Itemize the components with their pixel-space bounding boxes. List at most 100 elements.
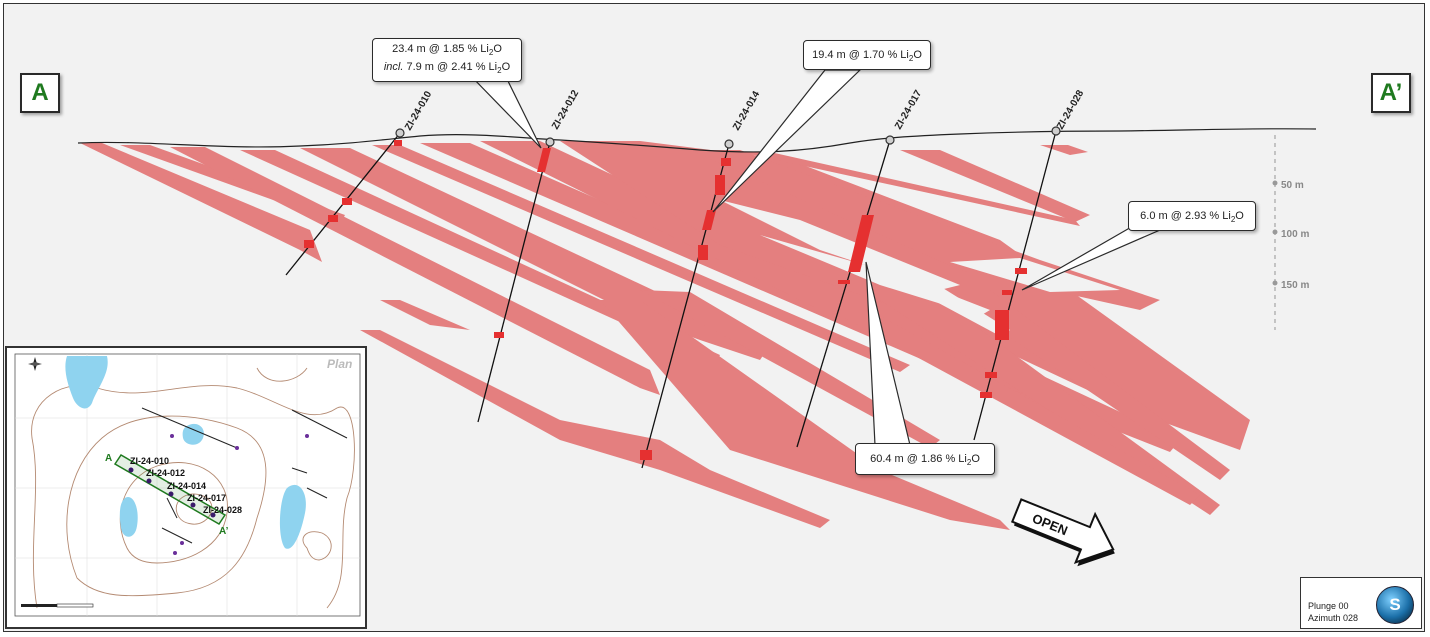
section-line-box — [113, 453, 227, 526]
collar-012 — [545, 137, 555, 147]
depth-scale: 50 m 100 m 150 m — [1272, 135, 1309, 330]
inset-trace-3 — [291, 467, 308, 474]
inset-grid — [15, 354, 360, 616]
inset-lakes — [65, 356, 306, 549]
hole-trace-014 — [641, 143, 730, 469]
dyke-10 — [740, 152, 1080, 226]
callout-014-text: 19.4 m @ 1.70 % Li — [812, 49, 909, 61]
inset-contour-5 — [302, 531, 332, 561]
azimuth-label: Azimuth 028 — [1308, 613, 1359, 623]
callout-014-o: O — [913, 49, 922, 61]
inset-trace-6 — [161, 527, 193, 544]
dyke-4 — [240, 150, 720, 365]
dyke-5 — [300, 148, 770, 360]
callout-012-incl: incl. — [383, 61, 404, 74]
callout-028-text: 6.0 m @ 2.93 % Li — [1140, 210, 1231, 222]
intercept-014a — [721, 158, 731, 166]
dyke-6 — [372, 145, 910, 372]
inset-hole-labels: ZI-24-010 ZI-24-012 ZI-24-014 ZI-24-017 … — [130, 456, 242, 515]
inset-collar-014 — [168, 491, 174, 497]
dyke-18 — [360, 330, 830, 528]
dyke-gaps — [720, 200, 1120, 336]
topography-line — [77, 128, 1317, 153]
callout-017-o: O — [971, 453, 980, 465]
callout-012-text2: 7.9 m @ 2.41 % Li — [403, 61, 498, 74]
dyke-12 — [1040, 145, 1088, 155]
view-orientation-box: Plunge 00 Azimuth 028 S — [1300, 577, 1422, 629]
intercept-014b — [715, 175, 725, 195]
dyke-19 — [380, 300, 470, 330]
inset-plan-map: ZI-24-010 ZI-24-012 ZI-24-014 ZI-24-017 … — [5, 346, 367, 629]
intercept-028d — [985, 372, 997, 378]
intercept-014c — [698, 245, 708, 260]
callout-017-sub: 2 — [966, 458, 972, 468]
depth-50m: 50 m — [1281, 180, 1304, 191]
inset-start-label: A — [105, 453, 112, 464]
inset-collar-1 — [235, 446, 239, 450]
intercept-010b — [342, 198, 352, 205]
inset-trace-5 — [166, 497, 178, 519]
inset-collars — [170, 434, 309, 555]
intercept-028a — [1015, 268, 1027, 274]
intercept-014 — [702, 210, 716, 230]
inset-collar-017 — [190, 502, 196, 508]
inset-contour-3 — [119, 462, 228, 564]
north-arrow-icon — [28, 357, 42, 371]
inset-collar-028 — [210, 512, 216, 518]
depth-150m: 150 m — [1281, 280, 1309, 291]
callout-pointers — [468, 69, 1162, 446]
pegmatite-dykes — [80, 141, 1250, 530]
intercept-010a — [394, 140, 402, 146]
intercept-010d — [304, 240, 314, 248]
inset-contour-2 — [66, 415, 267, 597]
inset-trace-1 — [141, 407, 238, 449]
intercept-010c — [328, 215, 338, 222]
callout-zi-24-012: 23.4 m @ 1.85 % Li2O incl. 7.9 m @ 2.41 … — [372, 38, 522, 83]
callout-012-line2: incl. 7.9 m @ 2.41 % Li2O — [379, 60, 515, 78]
callout-012-line1: 23.4 m @ 1.85 % Li2O — [379, 42, 515, 60]
inset-collar-3 — [180, 541, 184, 545]
plunge-label: Plunge 00 — [1308, 601, 1349, 611]
callout-012-text1: 23.4 m @ 1.85 % Li — [392, 43, 489, 55]
inset-trace-4 — [306, 487, 328, 499]
hole-trace-012 — [477, 141, 551, 423]
inset-section-collars — [128, 467, 216, 518]
gap-2 — [950, 258, 1120, 292]
depth-scale-tick-100 — [1272, 229, 1278, 235]
depth-scale-tick-50 — [1272, 180, 1278, 186]
gap-4 — [840, 250, 1010, 336]
inset-scale-bar — [21, 603, 94, 608]
section-start-label: A — [31, 79, 49, 106]
hole-label-010: ZI-24-010 — [403, 89, 434, 132]
callout-028-sub: 2 — [1230, 215, 1236, 225]
callout-zi-24-028: 6.0 m @ 2.93 % Li2O — [1128, 201, 1256, 231]
dyke-15 — [830, 310, 1200, 505]
inset-contour-4 — [175, 493, 213, 525]
inset-plan-title: Plan — [327, 357, 352, 371]
gap-1 — [720, 200, 960, 290]
intercept-012b — [494, 332, 504, 338]
hole-label-014: ZI-24-014 — [731, 89, 762, 132]
intercept-017 — [848, 215, 874, 272]
section-end-marker: A’ — [1371, 73, 1411, 113]
inset-contour-6 — [256, 367, 308, 382]
inset-collar-010 — [128, 467, 134, 473]
company-logo-letter: S — [1389, 595, 1401, 614]
intercept-028b — [1002, 290, 1012, 295]
callout-028-o: O — [1235, 210, 1244, 222]
drill-hole-traces — [285, 130, 1057, 469]
dyke-11 — [900, 150, 1090, 222]
dyke-17 — [600, 300, 1010, 530]
callout-zi-24-017: 60.4 m @ 1.86 % Li2O — [855, 443, 995, 475]
intercept-marks — [304, 140, 1027, 460]
intercept-012 — [537, 148, 551, 172]
inset-label-014: ZI-24-014 — [167, 481, 206, 491]
inset-map-svg: ZI-24-010 ZI-24-012 ZI-24-014 ZI-24-017 … — [14, 353, 361, 617]
open-arrow: OPEN — [1010, 498, 1115, 567]
inset-scale-bar-light — [56, 603, 94, 608]
hole-label-017: ZI-24-017 — [893, 88, 924, 131]
collar-010 — [395, 128, 405, 138]
inset-label-010: ZI-24-010 — [130, 456, 169, 466]
inset-lake-2 — [182, 423, 204, 445]
collars — [395, 126, 1061, 149]
